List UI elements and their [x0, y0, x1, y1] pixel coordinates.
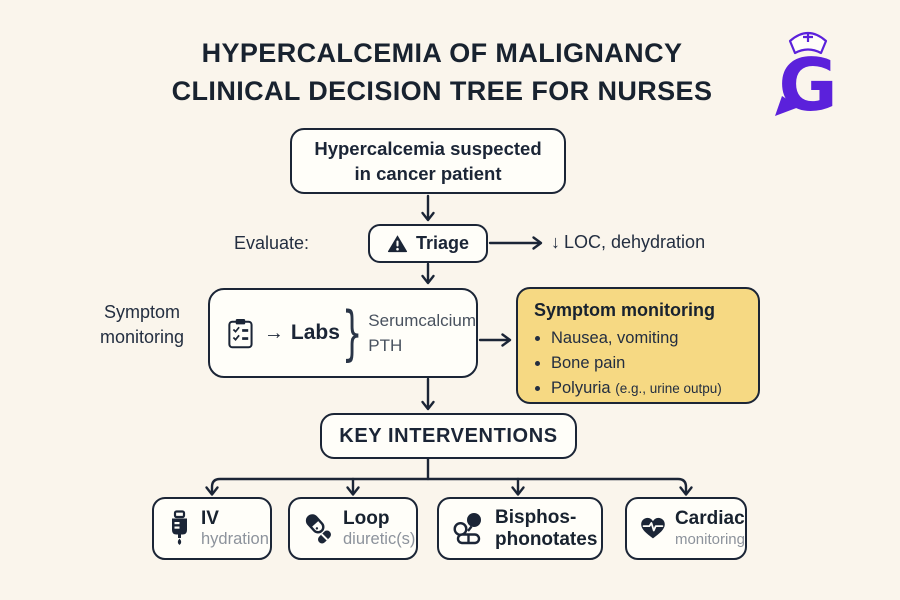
triage-outcome: ↓LOC, dehydration — [551, 232, 705, 253]
cap-cross — [803, 32, 813, 42]
node-key-interventions: KEY INTERVENTIONS — [320, 413, 577, 459]
iv-bag-icon — [172, 510, 187, 545]
down-arrow-glyph: ↓ — [551, 232, 560, 252]
node-bisphosphonates: Bisphos- phonotates — [437, 497, 603, 560]
symptom-list: Nausea, vomiting Bone pain Polyuria (e.g… — [534, 326, 744, 401]
intervention-subtitle: monitoring — [674, 531, 745, 548]
triage-outcome-text: LOC, dehydration — [564, 232, 706, 252]
intervention-title: Cardiac — [674, 508, 745, 529]
node-iv-hydration: IV hydration — [152, 497, 272, 560]
clipboard-checklist-icon — [228, 318, 253, 348]
labs-value-serum: Serumcalcium — [368, 311, 476, 330]
symptom-item-note: (e.g., urine outpu) — [615, 381, 722, 396]
node-cardiac-monitoring: Cardiac monitoring — [625, 497, 747, 560]
symptom-box-title: Symptom monitoring — [534, 300, 715, 320]
suspected-line1: Hypercalcemia suspected — [314, 138, 542, 159]
labs-value-pth: PTH — [368, 336, 403, 355]
intervention-title: IV — [201, 508, 219, 529]
page-title-line2: CLINICAL DECISION TREE FOR NURSES — [171, 76, 713, 106]
symptom-monitoring-side-label: Symptom monitoring — [99, 302, 185, 347]
node-symptom-monitoring: Symptom monitoring Nausea, vomiting Bone… — [516, 287, 760, 404]
labs-label: Labs — [290, 321, 340, 344]
intervention-subtitle: phonotates — [495, 528, 598, 550]
brand-logo: G — [766, 20, 850, 127]
intervention-title: Loop — [343, 508, 390, 529]
labs-values: Serumcalcium PTH — [368, 308, 476, 358]
logo-letter: G — [778, 43, 837, 118]
node-triage: Triage — [368, 224, 488, 263]
tablets-icon — [453, 513, 481, 545]
pills-icon — [305, 513, 331, 543]
speech-tail — [775, 96, 799, 116]
brace-glyph: } — [341, 297, 363, 369]
symptom-item: Nausea, vomiting — [551, 326, 744, 351]
nurse-g-logo-icon: G — [775, 31, 838, 127]
nurse-cap-icon — [788, 31, 828, 55]
triage-label: Triage — [415, 233, 470, 253]
node-labs: → Labs } Serumcalcium PTH — [208, 288, 478, 378]
intervention-title: Bisphos- — [495, 506, 577, 528]
heart-pulse-icon — [641, 517, 665, 539]
suspected-line2: in cancer patient — [354, 163, 502, 184]
node-loop-diuretics: Loop diuretic(s) — [288, 497, 418, 560]
intervention-subtitle: diuretic(s) — [343, 530, 416, 548]
page-title: HYPERCALCEMIA OF MALIGNANCY CLINICAL DEC… — [0, 34, 884, 110]
intervention-subtitle: hydration — [201, 530, 269, 548]
symptom-item: Bone pain — [551, 351, 744, 376]
evaluate-label: Evaluate: — [234, 233, 310, 253]
warning-icon — [387, 235, 408, 253]
right-arrow-glyph: → — [263, 321, 284, 344]
node-hypercalcemia-suspected: Hypercalcemia suspected in cancer patien… — [290, 128, 566, 194]
symptom-item: Polyuria (e.g., urine outpu) — [551, 376, 744, 401]
page-title-line1: HYPERCALCEMIA OF MALIGNANCY — [201, 38, 683, 68]
